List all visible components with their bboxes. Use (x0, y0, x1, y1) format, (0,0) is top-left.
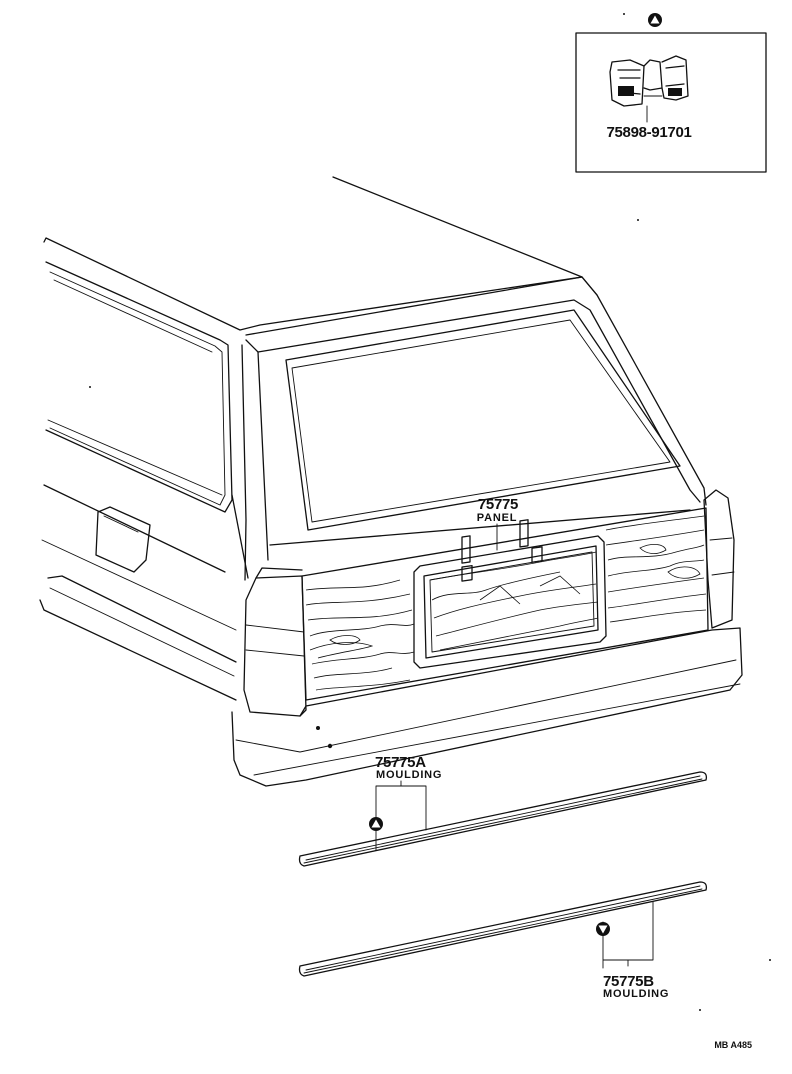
moulding-b: 75775B MOULDING (298, 881, 708, 1000)
moulding-b-strip (298, 881, 708, 977)
triangle-up-marker (369, 817, 383, 831)
clip-icon (609, 55, 689, 107)
panel-part-name: PANEL (477, 512, 517, 524)
moulding-a: 75775A MOULDING (298, 754, 708, 867)
station-wagon-rear-view (39, 176, 743, 787)
moulding-a-part-name: MOULDING (376, 769, 442, 781)
moulding-b-leader (602, 901, 654, 969)
figure-code: MB A485 (714, 1040, 752, 1050)
moulding-a-part-number: 75775A (375, 754, 426, 771)
woodgrain-panel (301, 507, 709, 701)
moulding-a-strip (298, 771, 708, 867)
triangle-up-marker (648, 13, 662, 27)
clip-inset: 75898-91701 (575, 13, 767, 173)
panel-callout: 75775 PANEL (477, 496, 518, 551)
clip-part-number: 75898-91701 (606, 124, 691, 141)
clip-inset-frame (575, 32, 767, 173)
moulding-b-part-number: 75775B (603, 973, 654, 990)
moulding-b-part-name: MOULDING (603, 988, 669, 1000)
panel-part-number: 75775 (478, 496, 518, 513)
triangle-down-marker (596, 922, 610, 936)
